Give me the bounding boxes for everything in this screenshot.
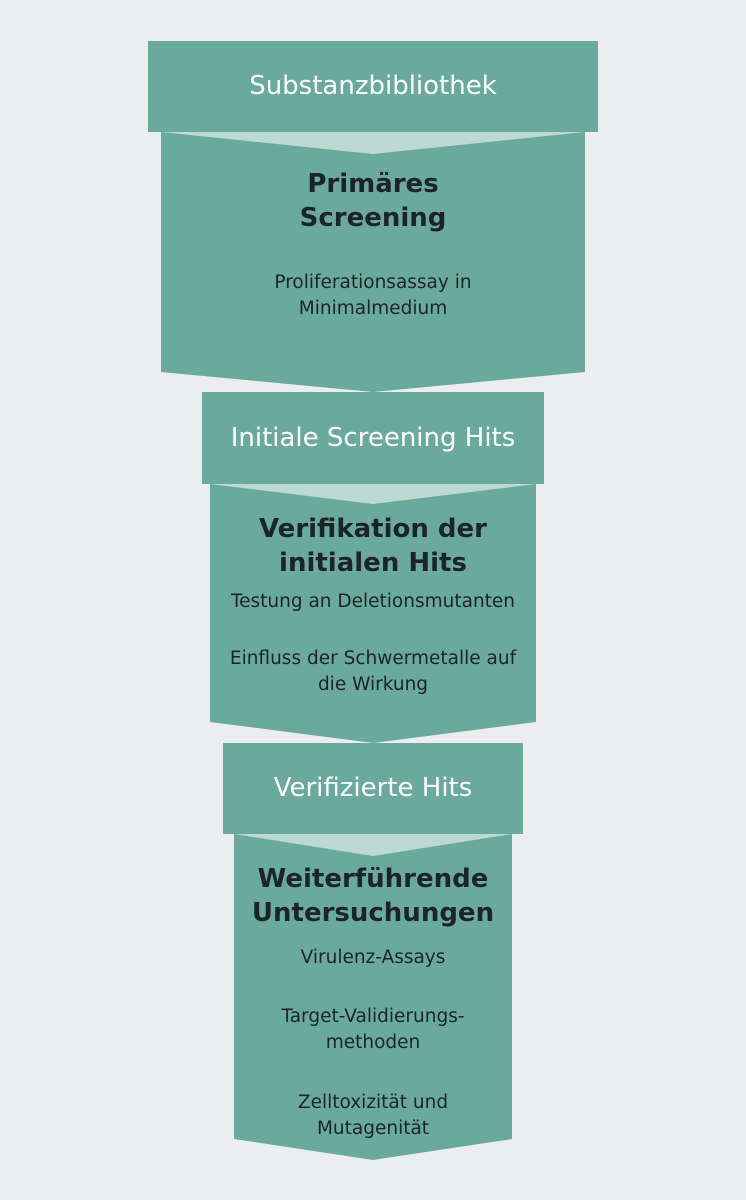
stage-description-2-1: Testung an Deletionsmutanten [230,591,516,612]
header-notch-2 [210,484,536,504]
stage-box-3 [234,834,512,1160]
header-label-2: Initiale Screening Hits [230,422,516,453]
header-box-1 [148,41,598,132]
stage-description-3-1: Virulenz-Assays [300,947,446,968]
stage-description-3-2: Target-Validierungs-methoden [281,1006,465,1053]
header-label-3: Verifizierte Hits [273,773,473,804]
header-notch-1 [161,132,585,154]
stage-box-1 [161,132,585,392]
header-notch-3 [234,834,512,856]
header-label-1: Substanzbibliothek [249,71,497,102]
stage-box-2 [210,484,536,743]
header-box-2 [202,392,544,484]
header-box-3 [223,743,523,834]
